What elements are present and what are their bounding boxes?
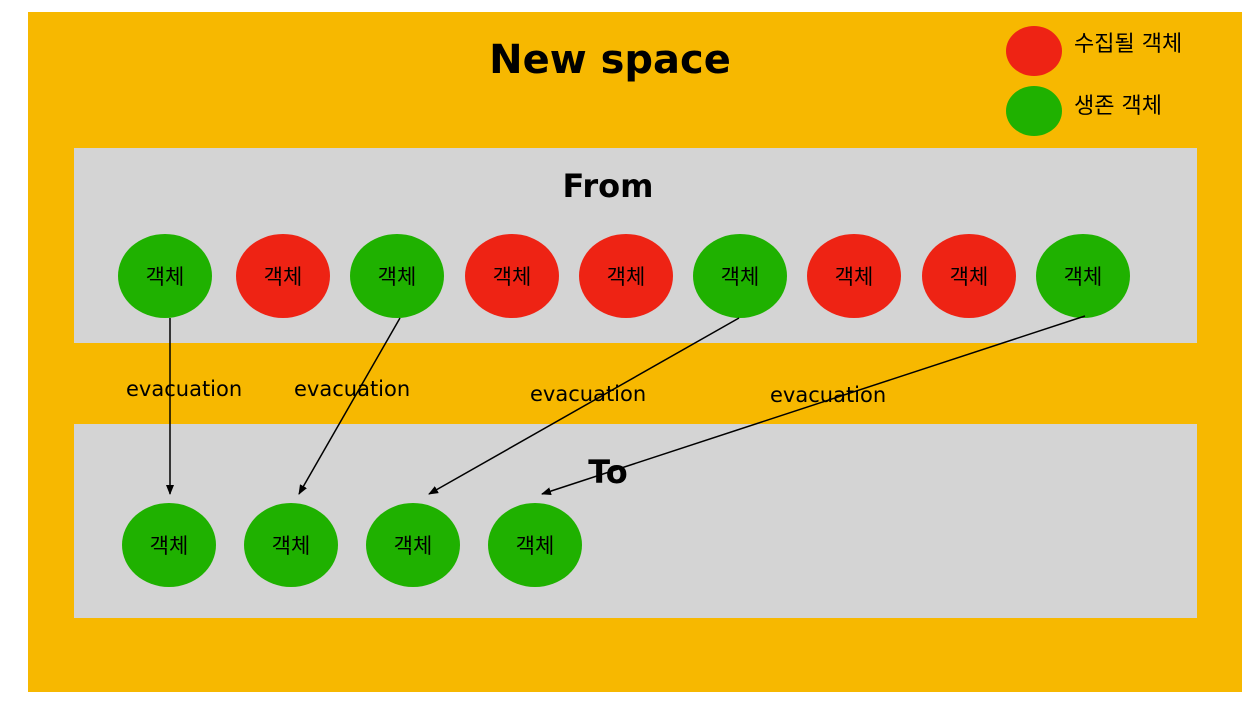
to-object-1: 객체 — [122, 503, 216, 587]
from-object-4-collected-label: 객체 — [492, 265, 532, 289]
to-object-4: 객체 — [488, 503, 582, 587]
to-object-3-label: 객체 — [393, 534, 433, 558]
from-object-5-collected: 객체 — [579, 234, 673, 318]
to-object-1-label: 객체 — [149, 534, 189, 558]
to-object-2: 객체 — [244, 503, 338, 587]
evacuation-label-4: evacuation — [770, 383, 887, 407]
from-object-2-collected-label: 객체 — [263, 265, 303, 289]
from-object-7-collected-label: 객체 — [834, 265, 874, 289]
from-object-6-alive-label: 객체 — [720, 265, 760, 289]
legend-alive-label: 생존 객체 — [1074, 94, 1162, 119]
from-object-8-collected-label: 객체 — [949, 265, 989, 289]
to-object-4-label: 객체 — [515, 534, 555, 558]
from-object-4-collected: 객체 — [465, 234, 559, 318]
from-object-5-collected-label: 객체 — [606, 265, 646, 289]
from-object-9-alive-label: 객체 — [1063, 265, 1103, 289]
to-object-2-label: 객체 — [271, 534, 311, 558]
from-object-1-alive: 객체 — [118, 234, 212, 318]
to-space-label: To — [588, 453, 628, 491]
from-object-8-collected: 객체 — [922, 234, 1016, 318]
evacuation-label-2: evacuation — [294, 377, 411, 401]
from-object-3-alive: 객체 — [350, 234, 444, 318]
diagram-title: New space — [489, 37, 731, 83]
to-object-3: 객체 — [366, 503, 460, 587]
from-object-1-alive-label: 객체 — [145, 265, 185, 289]
from-object-3-alive-label: 객체 — [377, 265, 417, 289]
from-object-2-collected: 객체 — [236, 234, 330, 318]
evacuation-label-3: evacuation — [530, 382, 647, 406]
legend-collected-swatch — [1006, 26, 1062, 76]
from-object-6-alive: 객체 — [693, 234, 787, 318]
from-space-label: From — [562, 167, 654, 205]
legend-collected-label: 수집될 객체 — [1074, 32, 1183, 57]
from-object-9-alive: 객체 — [1036, 234, 1130, 318]
legend-alive-swatch — [1006, 86, 1062, 136]
evacuation-label-1: evacuation — [126, 377, 243, 401]
from-object-7-collected: 객체 — [807, 234, 901, 318]
